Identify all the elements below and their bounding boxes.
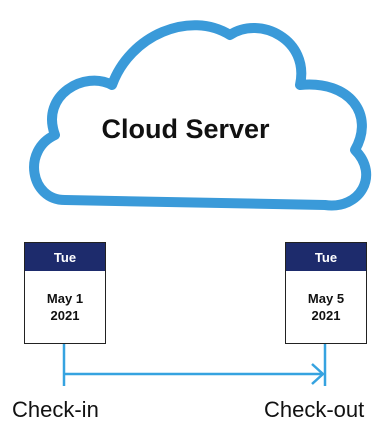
cloud-outline bbox=[29, 20, 372, 211]
checkin-calendar-day: Tue bbox=[25, 243, 105, 271]
checkout-calendar-day: Tue bbox=[286, 243, 366, 271]
checkin-calendar-date: May 1 bbox=[46, 291, 84, 306]
checkin-calendar: Tue May 1 2021 bbox=[24, 242, 106, 344]
checkout-calendar-year: 2021 bbox=[311, 308, 341, 323]
arrow-head bbox=[311, 363, 325, 385]
cloud-title: Cloud Server bbox=[101, 114, 270, 144]
checkout-calendar-date: May 5 bbox=[307, 291, 345, 306]
checkin-label: Check-in bbox=[12, 397, 99, 422]
checkin-calendar-year: 2021 bbox=[50, 308, 80, 323]
checkout-label: Check-out bbox=[264, 397, 365, 422]
checkout-calendar: Tue May 5 2021 bbox=[285, 242, 367, 344]
